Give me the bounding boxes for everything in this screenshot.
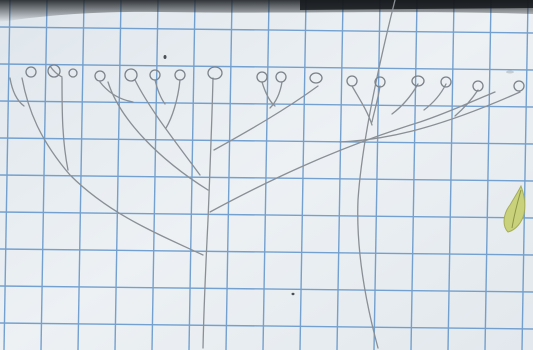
speck-2 xyxy=(292,293,295,295)
speck-3 xyxy=(506,71,514,74)
speck-1 xyxy=(164,55,167,59)
